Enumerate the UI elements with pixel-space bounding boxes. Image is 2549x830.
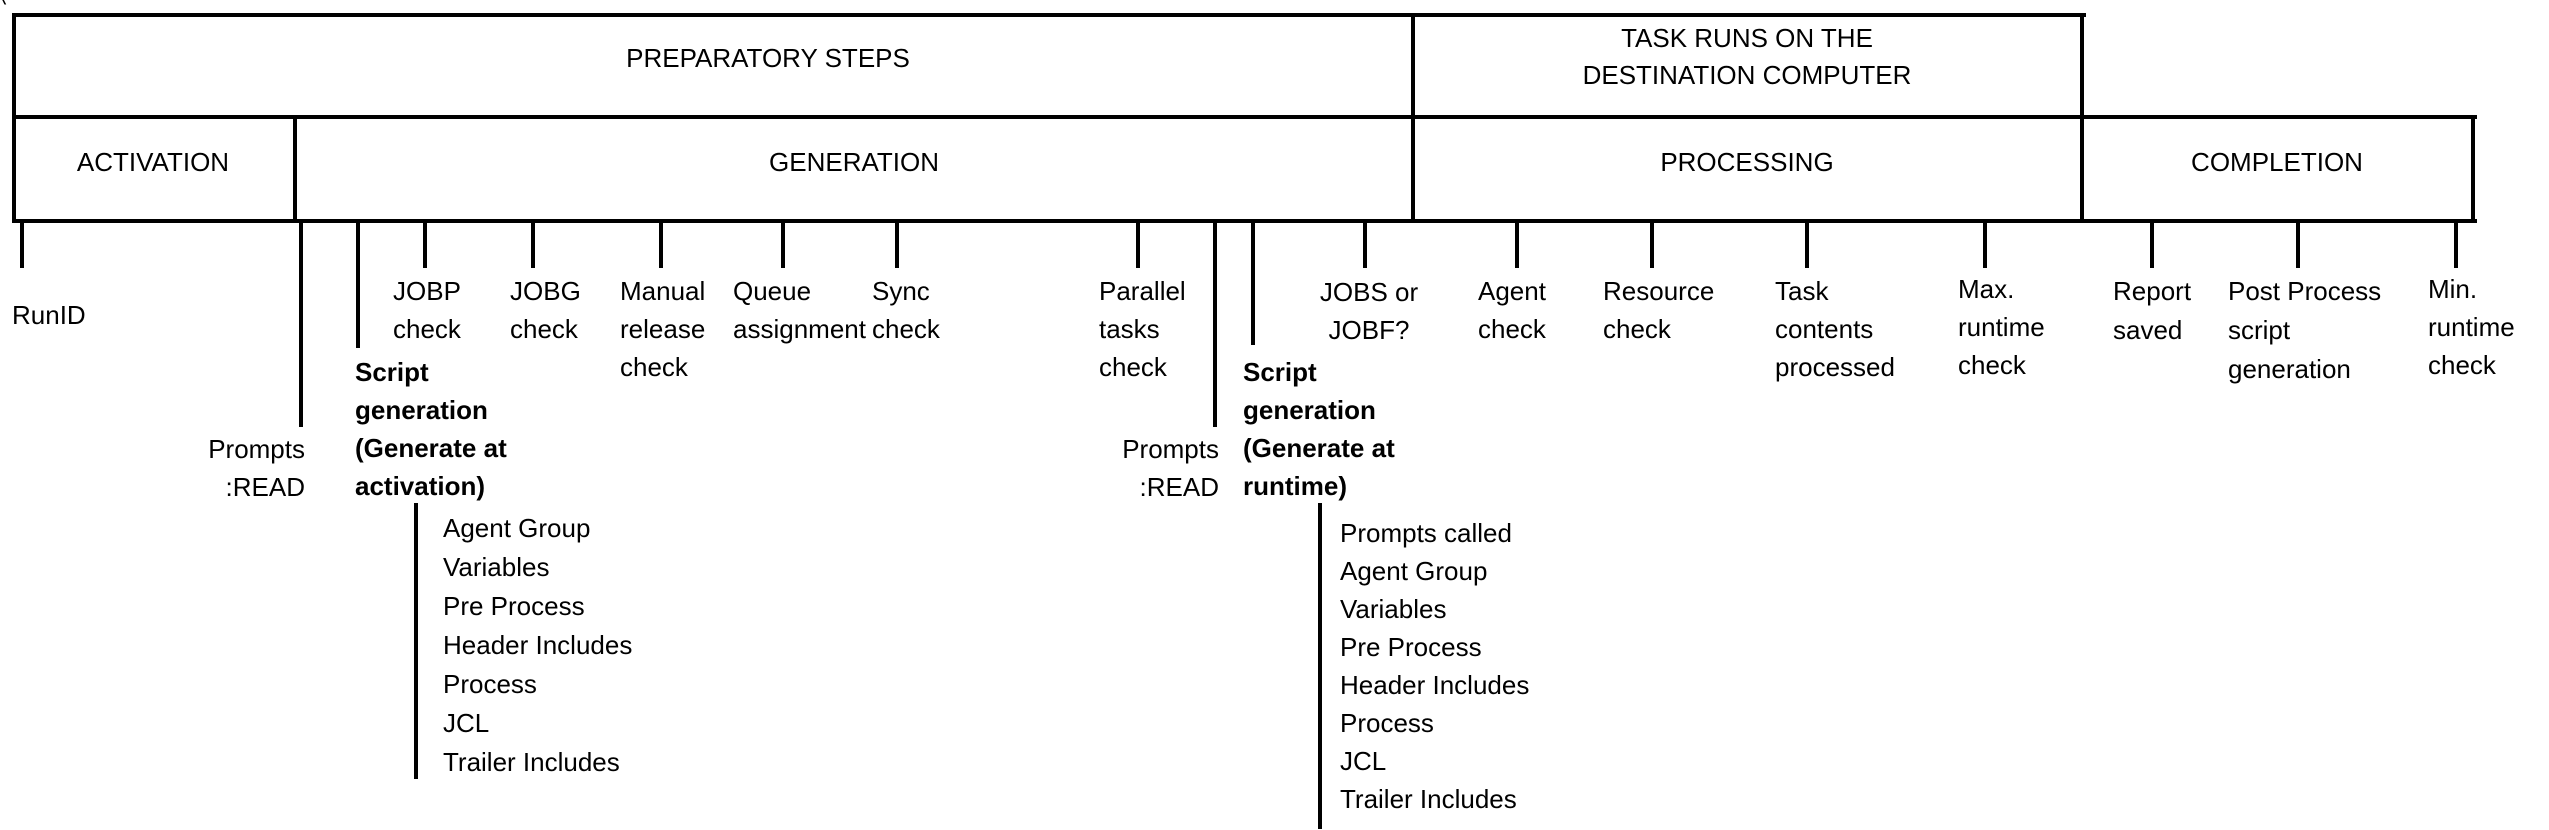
divider-processing-completion [2080, 13, 2084, 223]
step-prompts-read-runtime: Prompts :READ [1122, 434, 1219, 502]
step-post-process-script-generation: Post Process script generation [2228, 276, 2382, 384]
sublist-item: Pre Process [443, 591, 585, 621]
tick-post-process-script-generation [2296, 219, 2300, 268]
band-task-runs-line1: TASK RUNS ON THE [1621, 23, 1873, 53]
band-task-runs-line2: DESTINATION COMPUTER [1582, 60, 1912, 90]
sublist-item: Agent Group [443, 513, 591, 543]
band-task-runs: TASK RUNS ON THE DESTINATION COMPUTER [1583, 20, 1912, 94]
step-report-saved: Report saved [2113, 276, 2192, 345]
step-max-runtime-check: Max. runtime check [1958, 274, 2045, 380]
tick-resource-check [1650, 219, 1654, 268]
step-jobp-check: JOBP check [393, 276, 461, 344]
step-prompts-read-activation: Prompts :READ [208, 434, 305, 502]
step-agent-check: Agent check [1478, 276, 1546, 344]
tick-jobp-check [423, 219, 427, 268]
phase-generation: GENERATION [769, 147, 939, 177]
tick-agent-check [1515, 219, 1519, 268]
tick-prompts-read-runtime [1213, 219, 1217, 427]
sublist-item: Pre Process [1340, 632, 1482, 662]
step-runid: RunID [12, 300, 86, 330]
step-resource-check: Resource check [1603, 276, 1715, 344]
sublist-item: Agent Group [1340, 556, 1488, 586]
step-sync-check: Sync check [872, 276, 940, 344]
phase-processing: PROCESSING [1660, 147, 1834, 177]
sublist-item: Prompts called [1340, 518, 1512, 548]
sublist-item: Header Includes [443, 630, 633, 660]
step-task-contents-processed: Task contents processed [1775, 276, 1895, 382]
sublist-item: Process [443, 669, 537, 699]
step-min-runtime-check: Min. runtime check [2428, 274, 2515, 380]
sublist-item: JCL [443, 708, 490, 738]
sublist-item: Header Includes [1340, 670, 1530, 700]
tick-runid [20, 219, 24, 268]
line-activation-sublist [414, 503, 418, 779]
frame-left-line [12, 13, 16, 223]
tick-min-runtime-check [2454, 219, 2458, 268]
frame-middle-line [12, 115, 2477, 119]
tick-queue-assignment [781, 219, 785, 268]
band-preparatory-steps: PREPARATORY STEPS [626, 43, 910, 73]
tick-script-generation-runtime [1251, 219, 1255, 345]
line-runtime-sublist [1318, 503, 1322, 829]
corner-artifact: ^ [0, 0, 7, 17]
sublist-item: Variables [1340, 594, 1447, 624]
sublist-item: JCL [1340, 746, 1387, 776]
step-script-generation-activation: Script generation (Generate at activatio… [355, 357, 507, 501]
step-manual-release-check: Manual release check [620, 276, 706, 382]
tick-jobs-or-jobf [1363, 219, 1367, 268]
frame-completion-right-line [2471, 115, 2475, 223]
divider-preparatory-taskruns [1411, 13, 1415, 223]
step-script-generation-runtime: Script generation (Generate at runtime) [1243, 357, 1395, 501]
phase-completion: COMPLETION [2191, 147, 2363, 177]
phase-activation: ACTIVATION [76, 147, 230, 177]
sublist-item: Variables [443, 552, 550, 582]
sublist-item: Trailer Includes [1340, 784, 1517, 814]
tick-script-generation-activation [356, 219, 360, 348]
tick-manual-release-check [659, 219, 663, 268]
tick-prompts-read-activation [299, 219, 303, 427]
tick-report-saved [2150, 219, 2154, 268]
step-queue-assignment: Queue assignment [733, 276, 866, 344]
divider-activation-generation [293, 115, 297, 223]
tick-task-contents-processed [1805, 219, 1809, 268]
tick-jobg-check [531, 219, 535, 268]
sublist-runtime-script: Prompts called Agent Group Variables Pre… [1340, 514, 1529, 818]
tick-max-runtime-check [1983, 219, 1987, 268]
frame-bottom-line [12, 219, 2477, 223]
tick-sync-check [895, 219, 899, 268]
sublist-activation-script: Agent Group Variables Pre Process Header… [443, 509, 632, 782]
step-jobg-check: JOBG check [510, 276, 581, 344]
sublist-item: Process [1340, 708, 1434, 738]
frame-top-line [12, 13, 2086, 17]
step-jobs-or-jobf: JOBS or JOBF? [1319, 277, 1419, 345]
tick-parallel-tasks-check [1136, 219, 1140, 268]
step-parallel-tasks-check: Parallel tasks check [1099, 276, 1186, 382]
sublist-item: Trailer Includes [443, 747, 620, 777]
